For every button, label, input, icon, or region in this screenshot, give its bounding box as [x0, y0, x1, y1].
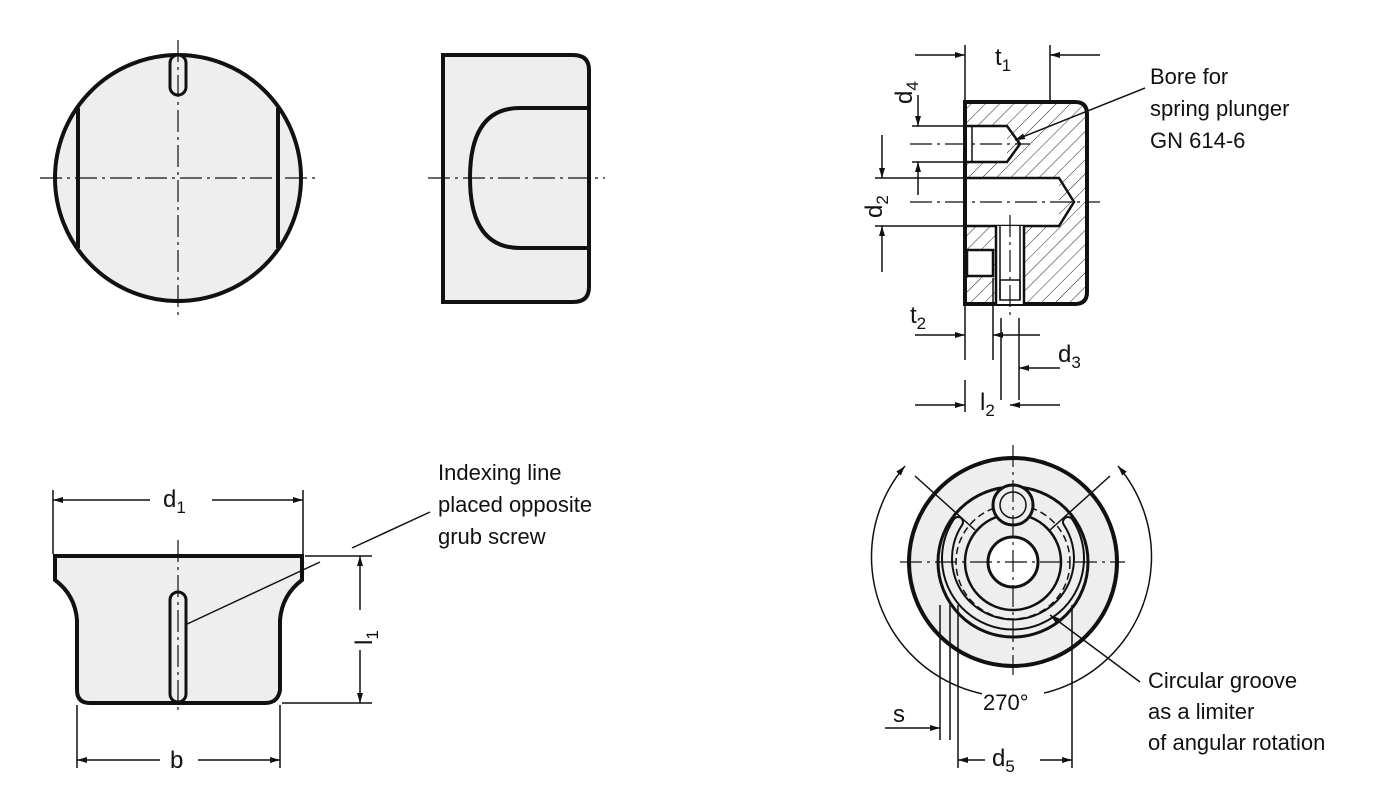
note-bore-1: Bore for: [1150, 64, 1228, 89]
side-view: [428, 53, 605, 304]
note-bore-3: GN 614-6: [1150, 128, 1245, 153]
front-view: [52, 490, 431, 768]
label-d5: d5: [992, 745, 1015, 776]
grub-screw-bore: [994, 226, 1026, 304]
label-t1: t1: [995, 44, 1011, 75]
svg-text:d2: d2: [861, 195, 892, 218]
section-view: [875, 45, 1146, 412]
callout-notes: Indexing line placed opposite grub screw…: [438, 64, 1325, 755]
note-groove-3: of angular rotation: [1148, 730, 1325, 755]
note-indexing-3: grub screw: [438, 524, 546, 549]
center-bore: [967, 176, 1076, 228]
label-s: s: [893, 701, 905, 728]
label-t2: t2: [910, 302, 926, 333]
note-groove-2: as a limiter: [1148, 699, 1254, 724]
top-view: [40, 40, 316, 316]
label-d2: d2: [861, 195, 892, 218]
dimension-labels: d1 b l1 t1 d4 d2 t2 d3 l2 270° s d5: [163, 44, 1081, 776]
label-d4: d4: [891, 81, 922, 104]
note-indexing-2: placed opposite: [438, 492, 592, 517]
label-d1: d1: [163, 486, 186, 517]
label-l1: l1: [351, 630, 382, 645]
note-bore-2: spring plunger: [1150, 96, 1289, 121]
label-angle: 270°: [983, 690, 1029, 715]
groove-pocket: [965, 248, 995, 278]
svg-text:l1: l1: [351, 630, 382, 645]
note-indexing-1: Indexing line: [438, 460, 562, 485]
note-groove-1: Circular groove: [1148, 668, 1297, 693]
label-b: b: [170, 747, 183, 774]
label-l2: l2: [980, 389, 995, 420]
rear-view: [870, 445, 1153, 768]
svg-text:d4: d4: [891, 81, 922, 104]
label-d3: d3: [1058, 341, 1081, 372]
